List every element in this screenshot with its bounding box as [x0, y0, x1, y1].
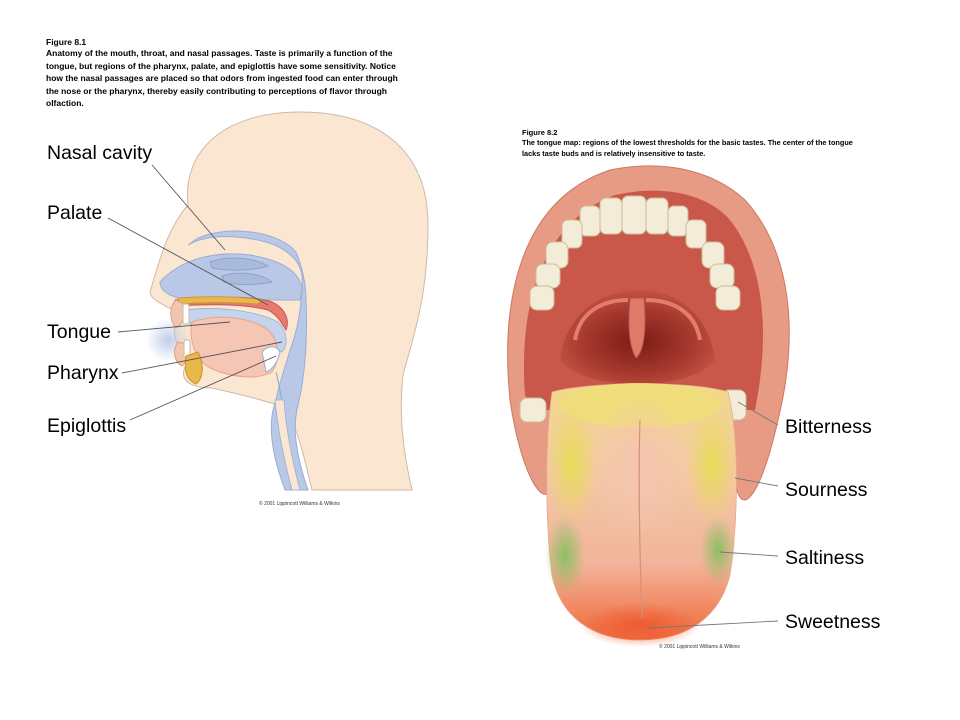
- trachea: [274, 399, 301, 491]
- bitterness-leader: [737, 401, 779, 426]
- caption-line: tongue, but regions of the pharynx, pala…: [46, 60, 396, 71]
- pharynx-leader: [121, 341, 283, 374]
- sourness-leader: [734, 477, 779, 487]
- label-bitterness: Bitterness: [785, 416, 872, 438]
- caption-line: olfaction.: [46, 98, 84, 108]
- caption-line: Anatomy of the mouth, throat, and nasal …: [46, 48, 393, 58]
- figure-8-1-caption: Anatomy of the mouth, throat, and nasal …: [46, 47, 406, 110]
- label-tongue: Tongue: [47, 321, 111, 343]
- label-epiglottis: Epiglottis: [47, 415, 127, 437]
- left-leader-lines: [107, 164, 283, 421]
- label-palate: Palate: [47, 202, 103, 224]
- turbinate: [221, 272, 274, 286]
- head-cross-section: [146, 111, 429, 491]
- saltiness-region-left: [545, 515, 585, 595]
- label-sweetness: Sweetness: [785, 611, 881, 633]
- saltiness-region-right: [700, 516, 736, 584]
- sourness-region-left: [546, 405, 598, 525]
- caption-line: lacks taste buds and is relatively insen…: [522, 149, 706, 158]
- upper-incisor: [182, 303, 190, 325]
- hard-palate-bone: [177, 296, 263, 305]
- figure-8-2-credit: © 2001 Lippincott Williams & Wilkins: [659, 644, 740, 650]
- uvula: [628, 297, 646, 359]
- lower-molar-left: [519, 397, 547, 423]
- label-pharynx: Pharynx: [47, 362, 119, 384]
- tongue-leader: [117, 321, 231, 333]
- upper-teeth: [529, 195, 741, 311]
- sweetness-region: [580, 603, 700, 647]
- label-saltiness: Saltiness: [785, 547, 865, 569]
- figure-8-1-number: Figure 8.1: [46, 37, 87, 47]
- median-sulcus: [638, 419, 643, 619]
- figure-8-2-number: Figure 8.2: [522, 128, 558, 137]
- caption-line: the nose or the pharynx, thereby easily …: [46, 85, 387, 96]
- palate-leader: [107, 217, 269, 306]
- nasal-cavity-leader: [151, 164, 226, 251]
- palatal-arch: [573, 298, 629, 341]
- figure-8-2-caption: The tongue map: regions of the lowest th…: [522, 137, 862, 159]
- epiglottis: [261, 346, 281, 373]
- open-mouth: [507, 165, 790, 647]
- label-sourness: Sourness: [785, 479, 868, 501]
- sourness-region-right: [686, 405, 738, 525]
- saltiness-leader: [719, 551, 779, 557]
- center-region: [590, 395, 690, 545]
- figure-8-1-credit: © 2001 Lippincott Williams & Wilkins: [259, 501, 340, 507]
- palatal-arch: [645, 298, 702, 341]
- label-nasal-cavity: Nasal cavity: [47, 142, 153, 164]
- caption-line: The tongue map: regions of the lowest th…: [522, 138, 853, 147]
- epiglottis-leader: [129, 355, 277, 421]
- sweetness-leader: [647, 620, 779, 629]
- turbinate: [209, 257, 270, 271]
- caption-line: how the nasal passages are placed so tha…: [46, 73, 398, 83]
- right-leader-lines: [647, 401, 779, 629]
